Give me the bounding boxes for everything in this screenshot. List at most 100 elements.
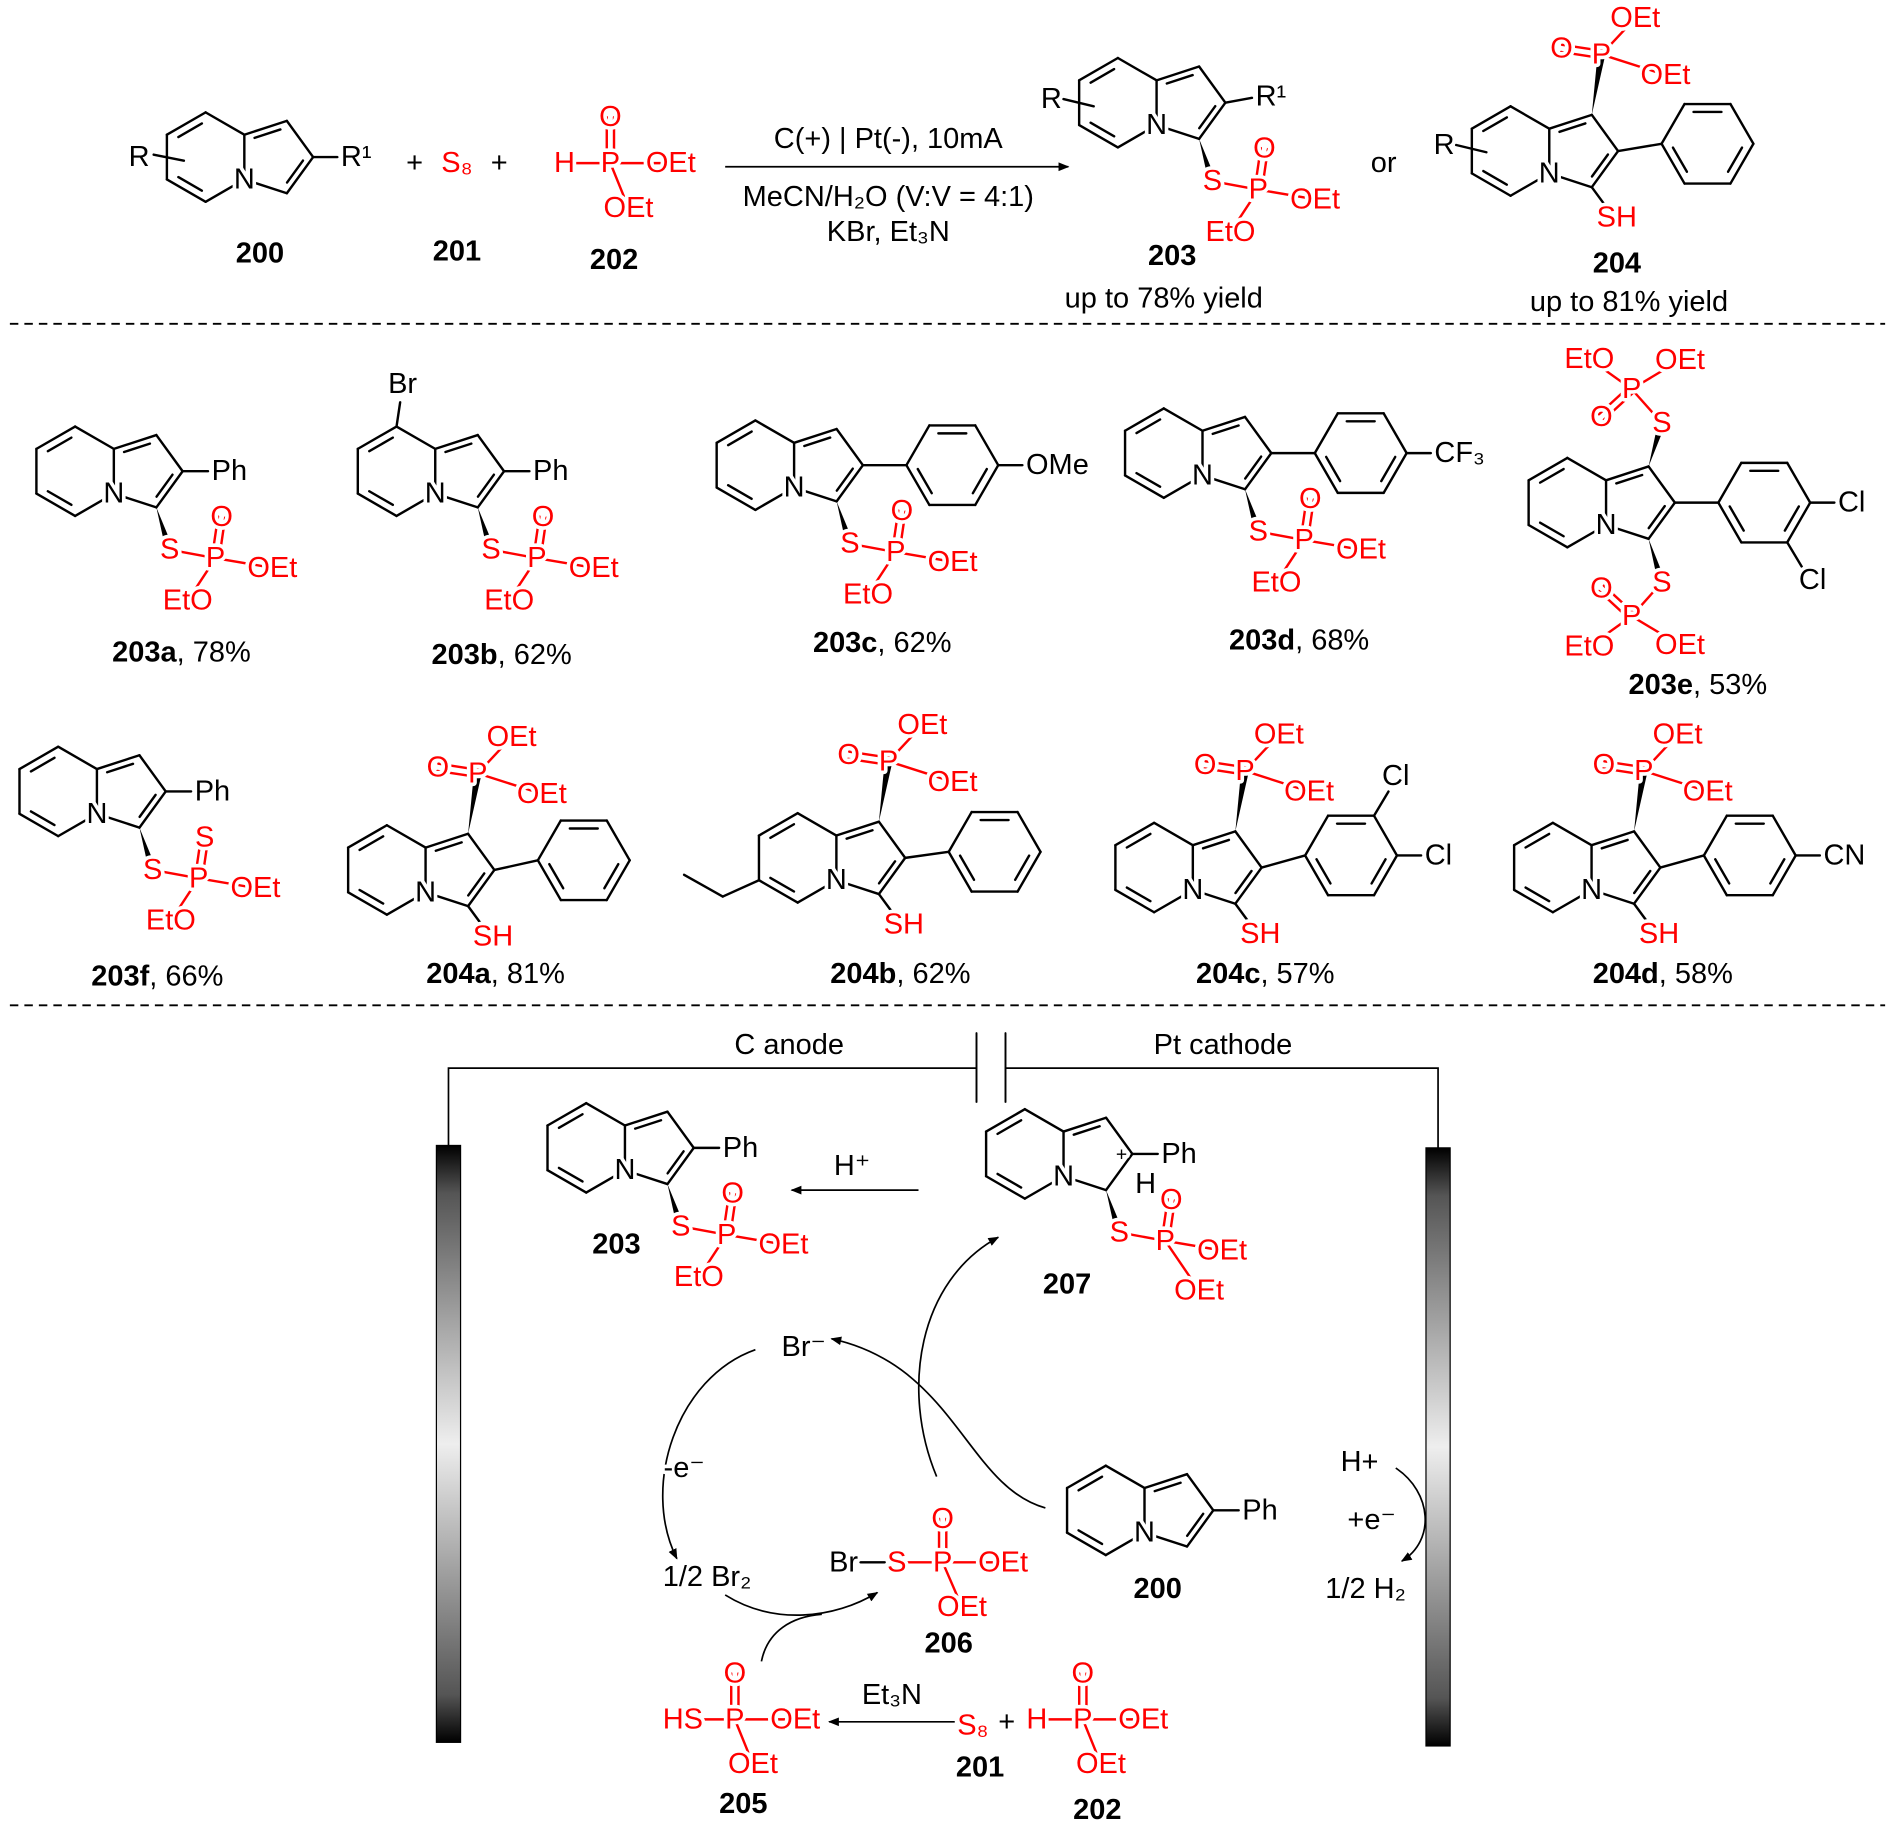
atom-label: O xyxy=(1160,1184,1183,1216)
bond-line xyxy=(489,548,539,560)
double-bond-line xyxy=(177,175,204,192)
atom-label: O xyxy=(1299,483,1322,515)
thiophosphate-join-curve xyxy=(760,1613,822,1662)
double-bond-line xyxy=(434,841,463,852)
compound-number: 203 xyxy=(592,1229,640,1261)
atom-label: H xyxy=(1135,1168,1156,1200)
double-bond-line xyxy=(1524,832,1551,849)
double-bond-line xyxy=(971,467,989,495)
double-bond-line xyxy=(726,430,753,447)
bond-line xyxy=(152,153,186,162)
bond-line xyxy=(204,178,246,203)
bond-line xyxy=(1372,790,1390,817)
yield-value: 62% xyxy=(912,958,970,990)
atom-label: P xyxy=(1622,600,1641,632)
bond-line xyxy=(715,419,757,445)
bond-line xyxy=(539,516,548,560)
bond-line xyxy=(1382,451,1408,495)
atom-label: OEt xyxy=(937,1591,987,1623)
addition-arrow xyxy=(917,1236,1000,1477)
bond-line xyxy=(623,1169,669,1186)
double-bond-line xyxy=(368,436,395,453)
compound-label: 203f, 66% xyxy=(91,960,223,992)
bond-line xyxy=(1659,854,1706,869)
double-bond-line xyxy=(996,1172,1023,1189)
wedge-bond xyxy=(1235,770,1249,832)
bond-line xyxy=(1597,385,1631,416)
phenyl-label: Ph xyxy=(212,455,247,487)
chloro-label: Cl xyxy=(1425,839,1452,871)
atom-label: Br xyxy=(829,1546,858,1578)
bromide-regeneration-arrow xyxy=(830,1336,1046,1509)
bond-line xyxy=(1201,474,1247,491)
bond-line xyxy=(1509,105,1551,130)
bond-line xyxy=(1152,821,1195,847)
bond-line xyxy=(546,1169,588,1194)
condition-electrodes: C(+) | Pt(-), 10mA xyxy=(774,123,1004,155)
bond-line xyxy=(1786,461,1812,504)
atom-label: EtO xyxy=(146,905,196,937)
bond-line xyxy=(73,425,116,451)
bond-line xyxy=(1566,523,1608,549)
double-bond-line xyxy=(1153,1481,1182,1493)
bond-line xyxy=(395,401,402,428)
bond-line xyxy=(285,155,315,195)
bond-line xyxy=(243,178,289,195)
double-bond-line xyxy=(1165,73,1194,85)
bond-line xyxy=(1313,412,1339,455)
bond-line xyxy=(1114,888,1156,914)
bond-line xyxy=(1123,407,1165,432)
bond-line xyxy=(1588,357,1633,391)
double-bond-line xyxy=(1211,424,1240,436)
bond-line xyxy=(848,542,898,554)
bond-line xyxy=(1548,172,1593,189)
condition-solvent: MeCN/H₂O (V:V = 4:1) xyxy=(743,181,1034,213)
atom-label: S xyxy=(195,821,214,853)
bond-line xyxy=(1590,888,1636,905)
double-bond-line xyxy=(1089,67,1116,84)
phenyl-label: Ph xyxy=(1242,1494,1277,1526)
bond-line xyxy=(95,754,141,771)
bond-line xyxy=(1243,415,1273,455)
bromine-label: 1/2 Br₂ xyxy=(663,1561,752,1593)
atom-label: S xyxy=(671,1210,690,1242)
bond-line xyxy=(546,1101,588,1127)
or-text: or xyxy=(1371,147,1397,179)
compound-label: 204a, 81% xyxy=(426,958,565,990)
cathode-label: Pt cathode xyxy=(1154,1029,1293,1061)
bond-line xyxy=(1211,179,1260,191)
atom-label: EtO xyxy=(674,1261,724,1293)
bond-line xyxy=(1590,113,1620,153)
phenyl-label: Ph xyxy=(723,1132,758,1164)
bond-line xyxy=(155,470,184,509)
bond-line xyxy=(894,550,954,563)
compound-label: 203b, 62% xyxy=(432,639,572,671)
bond-line xyxy=(536,859,563,902)
double-bond-line xyxy=(1590,153,1610,178)
bond-line xyxy=(877,856,907,896)
bond-line xyxy=(1143,1472,1189,1490)
atom-label: S xyxy=(481,534,500,566)
wedge-bond xyxy=(468,772,482,834)
compound-number: 200 xyxy=(236,238,284,270)
double-bond-line xyxy=(557,1166,584,1183)
thiol-label: SH xyxy=(884,908,924,940)
atom-label: Cl xyxy=(1382,760,1409,792)
bond-line xyxy=(848,750,891,759)
bond-line xyxy=(903,850,950,860)
double-bond-line xyxy=(1185,1512,1205,1538)
thiol-label: SH xyxy=(1639,918,1679,950)
reduction-label: +e⁻ xyxy=(1347,1504,1395,1536)
bond-line xyxy=(535,556,595,570)
bond-line xyxy=(1588,614,1633,648)
thiol-label: SH xyxy=(473,920,513,952)
atom-label: P xyxy=(1235,755,1254,787)
atom-label: OEt xyxy=(897,709,947,741)
bond-line xyxy=(1632,866,1662,905)
yield-value: 62% xyxy=(514,639,572,671)
compound-number: 202 xyxy=(1073,1794,1121,1826)
wedge-bond xyxy=(156,507,174,551)
atom-label: O xyxy=(532,501,555,533)
bond-line xyxy=(585,1101,627,1127)
